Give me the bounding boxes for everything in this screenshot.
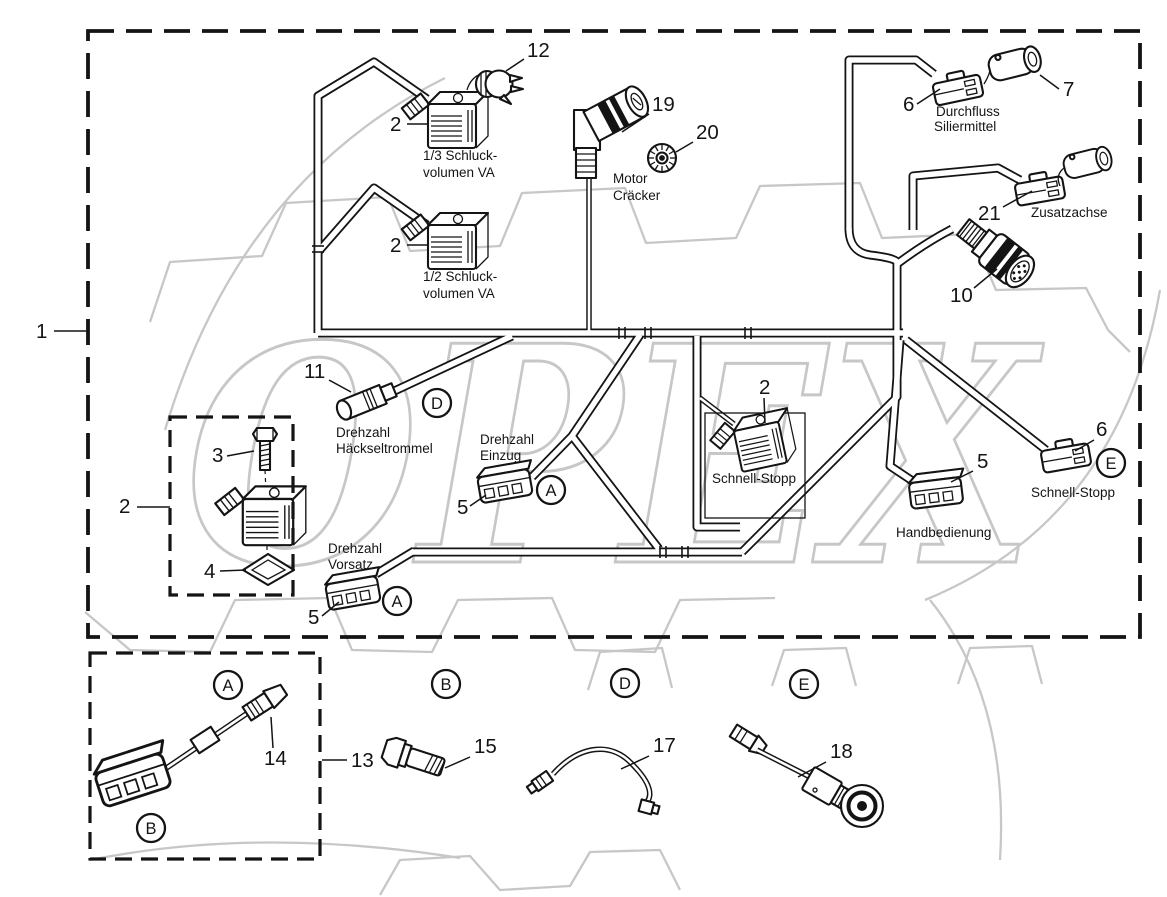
- callout-19: 19: [652, 93, 675, 116]
- callout-14: 14: [264, 747, 287, 770]
- callout-5-handbedienung: 5: [977, 450, 988, 473]
- callout-4: 4: [204, 560, 215, 583]
- captions: 1/3 Schluck- volumen VA 1/2 Schluck- vol…: [328, 104, 1115, 572]
- caption-schluckvolumen-12-line1: 1/2 Schluck-: [423, 269, 497, 284]
- callouts: 1 12 2 2 19 20 6 7 21 10 11 3 2 4 5 2 5: [36, 39, 1107, 778]
- callout-5-einzug: 5: [457, 496, 468, 519]
- harness-junction-clips: [312, 245, 752, 558]
- cable-item17: [525, 746, 661, 816]
- callout-2-detail: 2: [119, 495, 130, 518]
- power-plug-item12: [466, 69, 525, 106]
- balloon-e-schnellstopp: E: [1095, 447, 1127, 479]
- balloon-e-item18: E: [788, 668, 820, 700]
- detail-frame-item2: [168, 415, 295, 597]
- solenoid-valve-13-schluckvolumen: [400, 90, 490, 150]
- balloon-a-vorsatz: A: [381, 585, 413, 617]
- callout-7: 7: [1063, 78, 1074, 101]
- balloon-d-haeckseltrommel: D: [421, 387, 453, 419]
- caption-vorsatz-line2: Vorsatz: [328, 557, 373, 572]
- callout-17: 17: [653, 734, 676, 757]
- caption-schluckvolumen-13-line1: 1/3 Schluck-: [423, 148, 497, 163]
- balloon-a-einzug: A: [535, 474, 567, 506]
- balloon-b-adapter: B: [135, 812, 167, 844]
- motor-cracker-connector-item19: [572, 85, 650, 180]
- adapter-frame-item13: [88, 651, 322, 861]
- frames: [86, 29, 1142, 861]
- main-harness-frame-item1: [86, 29, 1142, 639]
- callout-15: 15: [474, 735, 497, 758]
- round-connector-item10: [956, 218, 1036, 289]
- balloon-b-item15: B: [430, 668, 462, 700]
- balloon-a-label: A: [222, 677, 233, 695]
- balloon-a-adapter: A: [212, 669, 244, 701]
- adapter-cable-sleeve: [189, 725, 221, 755]
- balloon-d-label: D: [431, 395, 443, 413]
- solenoid-valve-12-schluckvolumen: [400, 211, 490, 271]
- caption-motor-line2: Cräcker: [613, 188, 661, 203]
- balloon-e-label: E: [798, 676, 809, 694]
- sensor-item15: [380, 736, 446, 777]
- callout-1: 1: [36, 320, 47, 343]
- detail-bolt-item3: [251, 426, 279, 493]
- callout-10: 10: [950, 284, 973, 307]
- callout-6-durchfluss: 6: [903, 93, 914, 116]
- caption-handbedienung: Handbedienung: [896, 525, 991, 540]
- caption-zusatzachse: Zusatzachse: [1031, 205, 1108, 220]
- balloon-a-label: A: [545, 482, 556, 500]
- callout-11: 11: [304, 360, 325, 383]
- caption-einzug-line2: Einzug: [480, 448, 521, 463]
- round-plug-item7: [985, 43, 1045, 84]
- callout-21: 21: [978, 202, 1001, 225]
- round-plug-zusatzachse: [1060, 144, 1115, 181]
- connector-schnell-stopp-item6: [1038, 435, 1093, 475]
- watermark-text: OPEX: [185, 280, 1045, 633]
- adapter-connector-b: [89, 739, 179, 809]
- callout-12: 12: [527, 39, 550, 62]
- cap-item20: [646, 142, 678, 174]
- caption-haeckseltrommel-line1: Drehzahl: [336, 425, 390, 440]
- balloons: D A A E A B B D E: [135, 387, 1127, 844]
- callout-13: 13: [351, 749, 374, 772]
- caption-vorsatz-line1: Drehzahl: [328, 541, 382, 556]
- caption-schnellstopp-mid: Schnell-Stopp: [712, 471, 796, 486]
- connector-handbedienung-item5: [906, 467, 969, 511]
- balloon-b-label: B: [440, 676, 451, 694]
- callout-2-schluck12: 2: [390, 234, 401, 257]
- balloon-e-label: E: [1105, 455, 1116, 473]
- connector-durchfluss-item6: [929, 66, 985, 107]
- schnell-stopp-frame: [704, 412, 806, 519]
- callout-3: 3: [212, 444, 223, 467]
- balloon-a-label: A: [391, 593, 402, 611]
- caption-schluckvolumen-13-line2: volumen VA: [423, 165, 495, 180]
- caption-schnellstopp-right: Schnell-Stopp: [1031, 485, 1115, 500]
- callout-2-schnellstopp: 2: [759, 376, 770, 399]
- connector-zusatzachse-item21: [1012, 168, 1067, 208]
- balloon-d-item17: D: [609, 667, 641, 699]
- sensor-haeckseltrommel-item11: [335, 382, 398, 421]
- balloon-d-label: D: [619, 675, 631, 693]
- callout-18: 18: [830, 740, 853, 763]
- sensor-cable-item18: [728, 723, 885, 829]
- callout-6-schnellstopp: 6: [1096, 418, 1107, 441]
- callout-20: 20: [696, 121, 719, 144]
- balloon-b-label: B: [145, 820, 156, 838]
- caption-einzug-line1: Drehzahl: [480, 432, 534, 447]
- caption-haeckseltrommel-line2: Häckseltrommel: [336, 441, 433, 456]
- caption-durchfluss-line2: Siliermittel: [934, 119, 996, 134]
- caption-schluckvolumen-12-line2: volumen VA: [423, 286, 495, 301]
- components: [89, 43, 1115, 829]
- callout-5-vorsatz: 5: [308, 606, 319, 629]
- caption-motor-line1: Motor: [613, 171, 648, 186]
- caption-durchfluss-line1: Durchfluss: [936, 104, 1000, 119]
- opex-watermark: OPEX: [84, 76, 1162, 896]
- zusatzachse-cable: [1057, 167, 1065, 187]
- adapter-connector-item14: [241, 683, 289, 722]
- callout-2-schluck13: 2: [390, 113, 401, 136]
- harness-tubes: [165, 60, 1046, 769]
